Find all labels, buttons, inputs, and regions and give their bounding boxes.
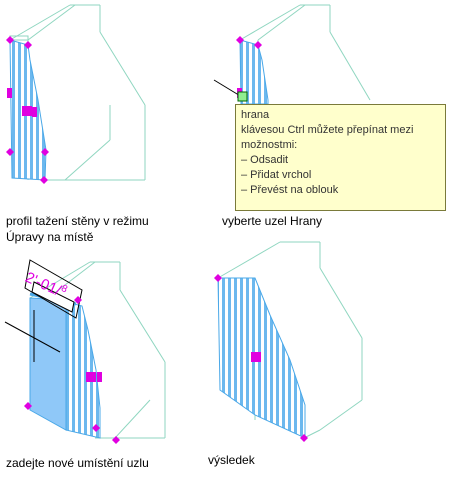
tooltip-option-convert-arc: – Převést na oblouk	[241, 184, 339, 196]
panel-2-select-edge	[213, 4, 371, 105]
grips	[24, 296, 120, 444]
caption-panel-3: zadejte nové umístění uzlu	[6, 456, 149, 470]
grip-icon	[97, 372, 102, 382]
grip-icon	[300, 434, 308, 442]
grip-icon	[92, 424, 100, 432]
edge-tooltip: hrana klávesou Ctrl můžete přepínat mezi…	[235, 104, 446, 211]
caption-panel-2: vyberte uzel Hrany	[222, 214, 323, 228]
grip-icon	[6, 36, 14, 44]
hatched-profile	[59, 299, 101, 439]
caption-panel-1-line-1: profil tažení stěny v režimu	[6, 214, 149, 228]
hatched-profile	[217, 277, 306, 439]
grip-icon	[22, 106, 32, 116]
grip-icon	[236, 36, 244, 44]
grip-icon	[6, 148, 14, 156]
panel-3-new-location	[4, 259, 166, 444]
grip-icon	[32, 107, 37, 117]
grip-icon	[7, 88, 12, 98]
tooltip-title: hrana	[241, 109, 270, 121]
caption-panel-1-line-2: Úpravy na místě	[6, 230, 94, 244]
grip-icon	[74, 296, 82, 304]
grip-icon	[254, 41, 262, 49]
grips	[214, 274, 308, 442]
grips	[6, 36, 49, 184]
dimension-box	[24, 259, 83, 319]
tooltip-line: možnostmi:	[241, 139, 298, 151]
grip-icon	[251, 352, 261, 362]
panel-4-result	[214, 241, 363, 442]
grip-icon	[24, 402, 32, 410]
caption-panel-4: výsledek	[208, 453, 255, 467]
cursor-icon	[4, 310, 61, 362]
tooltip-line: klávesou Ctrl můžete přepínat mezi	[241, 124, 414, 136]
cursor-icon	[213, 79, 248, 102]
grip-icon	[40, 176, 48, 184]
grip-icon	[41, 148, 49, 156]
grip-icon	[112, 436, 120, 444]
tooltip-option-add-vertex: – Přidat vrchol	[241, 169, 312, 181]
grip-icon	[24, 41, 32, 49]
grip-icon	[214, 274, 222, 282]
wireframe-box	[29, 261, 166, 439]
panel-1-wall-profile	[6, 4, 146, 184]
grip-icon	[86, 372, 96, 382]
tooltip-option-offset: – Odsadit	[241, 154, 289, 166]
